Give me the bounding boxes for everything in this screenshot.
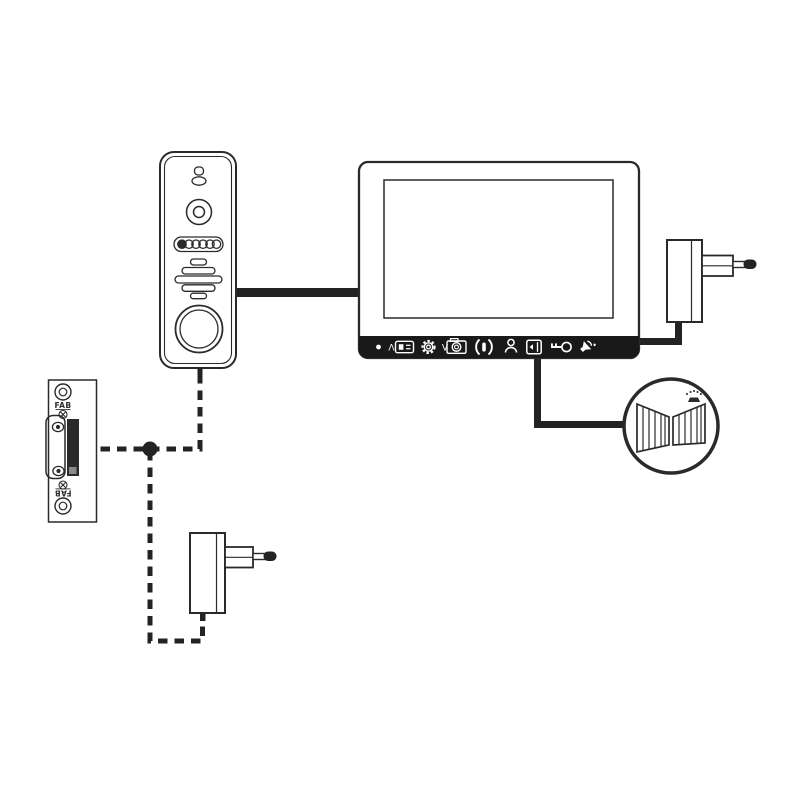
screw-hole-bottom (54, 497, 72, 515)
wire-monitor-to-gate (534, 354, 625, 428)
ir-led-array (173, 236, 224, 253)
strike-label-top: FAB (55, 401, 72, 410)
plug-pin-tip (743, 259, 757, 269)
strike-tongue (69, 467, 77, 474)
intercom-icon[interactable] (475, 338, 493, 356)
wire-station-to-monitor (234, 288, 360, 297)
microphone-icon (191, 166, 207, 186)
monitor-power-adapter (666, 239, 757, 323)
plug-pin (732, 260, 746, 269)
screw-hole-top (54, 383, 72, 401)
latch-screw-bottom (52, 465, 65, 477)
indoor-monitor: Λ V (357, 160, 641, 360)
strike-power-adapter (189, 532, 277, 621)
key-icon[interactable] (551, 341, 572, 353)
dashed-wire-junction-to-adapter (147, 451, 205, 644)
plug-pin (252, 552, 266, 561)
person-icon[interactable] (504, 338, 518, 353)
camera-lens (185, 198, 213, 226)
door-icon[interactable] (526, 339, 542, 355)
gate-icon (636, 402, 706, 454)
call-button (174, 304, 224, 354)
latch-screw-top (51, 421, 65, 433)
power-led-dot (376, 344, 381, 350)
door-station (159, 151, 237, 374)
dashed-wire-station-to-strike (97, 374, 203, 452)
station-wire-stub (197, 367, 203, 374)
strike-latch-bracket (45, 414, 66, 480)
junction-dot (142, 441, 158, 457)
wire-monitor-to-adapter (637, 321, 682, 345)
gate-automation-circle (622, 377, 720, 475)
strike-opening (67, 419, 79, 476)
down-label[interactable]: V (442, 344, 449, 354)
plug-pin-tip (263, 551, 277, 561)
monitor-screen (383, 179, 614, 319)
gear-icon[interactable] (421, 339, 436, 355)
flashing-lamp-icon (685, 389, 702, 402)
up-label[interactable]: Λ (388, 344, 395, 354)
display-icon[interactable] (394, 340, 415, 354)
speaker-icon[interactable] (578, 337, 596, 355)
camera-icon[interactable] (446, 338, 467, 355)
adapter-wire-stub (200, 613, 206, 621)
door-strike: FAB FAB (45, 379, 98, 523)
speaker-grille (174, 258, 223, 300)
strike-label-bottom: FAB (55, 489, 72, 498)
